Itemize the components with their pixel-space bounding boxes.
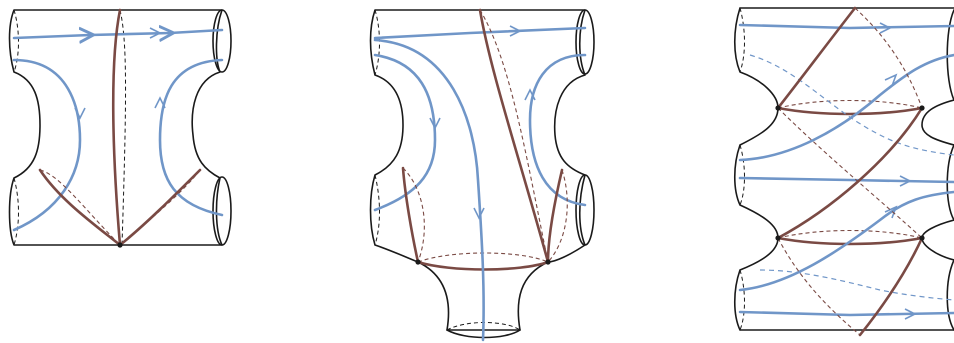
surface-right-flow-1	[740, 25, 954, 28]
surface-middle-cut-diagonal	[480, 10, 548, 262]
surface-right-vertex-upper-left	[775, 105, 780, 110]
surface-middle-vertex-left	[415, 259, 420, 264]
surface-left-cut-right	[120, 170, 200, 245]
surface-right-left-hidden-2	[740, 145, 745, 205]
surface-left-flow-top	[14, 30, 222, 38]
surface-left-flow-right	[160, 60, 222, 215]
surface-right-waist-upper-back	[778, 101, 922, 109]
surface-middle	[371, 10, 595, 340]
surface-left-vertex	[117, 242, 122, 247]
surface-left	[10, 10, 232, 248]
surface-right-vertex-lower-right	[919, 235, 924, 240]
surface-right-cut-lower-hidden	[778, 238, 860, 335]
surface-right-waist-upper-front	[778, 108, 922, 114]
surface-right-waist-lower-back	[778, 231, 922, 239]
surface-right-vertex-upper-right	[919, 105, 924, 110]
surface-right-flow-3	[740, 178, 954, 182]
surface-right-left-hidden-1	[740, 8, 745, 72]
surface-middle-vertex-right	[545, 259, 550, 264]
surface-middle-top-right-opening	[576, 10, 594, 74]
surface-left-top-rim-hidden	[120, 10, 126, 245]
surface-right-flow-5	[740, 312, 954, 315]
surface-right-flow-hidden-2	[760, 270, 954, 300]
surface-right-right-opening-3	[947, 260, 954, 330]
surface-left-top-right-opening	[213, 10, 231, 72]
surface-right-cut-lower	[860, 238, 922, 335]
surface-left-cut-center	[113, 10, 120, 245]
surface-right-cut-upper-hidden	[855, 8, 922, 108]
surface-left-cut-left-hidden	[40, 170, 120, 245]
surface-right-left-hidden-3	[740, 270, 745, 330]
surface-left-top-left-hidden-edge	[14, 10, 19, 72]
surface-right-vertex-lower-left	[775, 235, 780, 240]
surface-middle-bottom-right-opening	[576, 175, 594, 245]
surface-right	[735, 8, 954, 335]
surface-middle-flow-top	[375, 28, 585, 38]
surface-right-cut-upper	[778, 8, 855, 108]
surface-right-cut-middle-hidden	[778, 108, 922, 238]
surface-middle-top-left-hidden	[375, 10, 380, 75]
surface-left-bottom-left-hidden-edge	[14, 178, 19, 245]
surface-middle-cut-right	[548, 170, 562, 262]
surface-left-cut-left	[40, 170, 120, 245]
surface-middle-cut-left	[403, 168, 418, 262]
